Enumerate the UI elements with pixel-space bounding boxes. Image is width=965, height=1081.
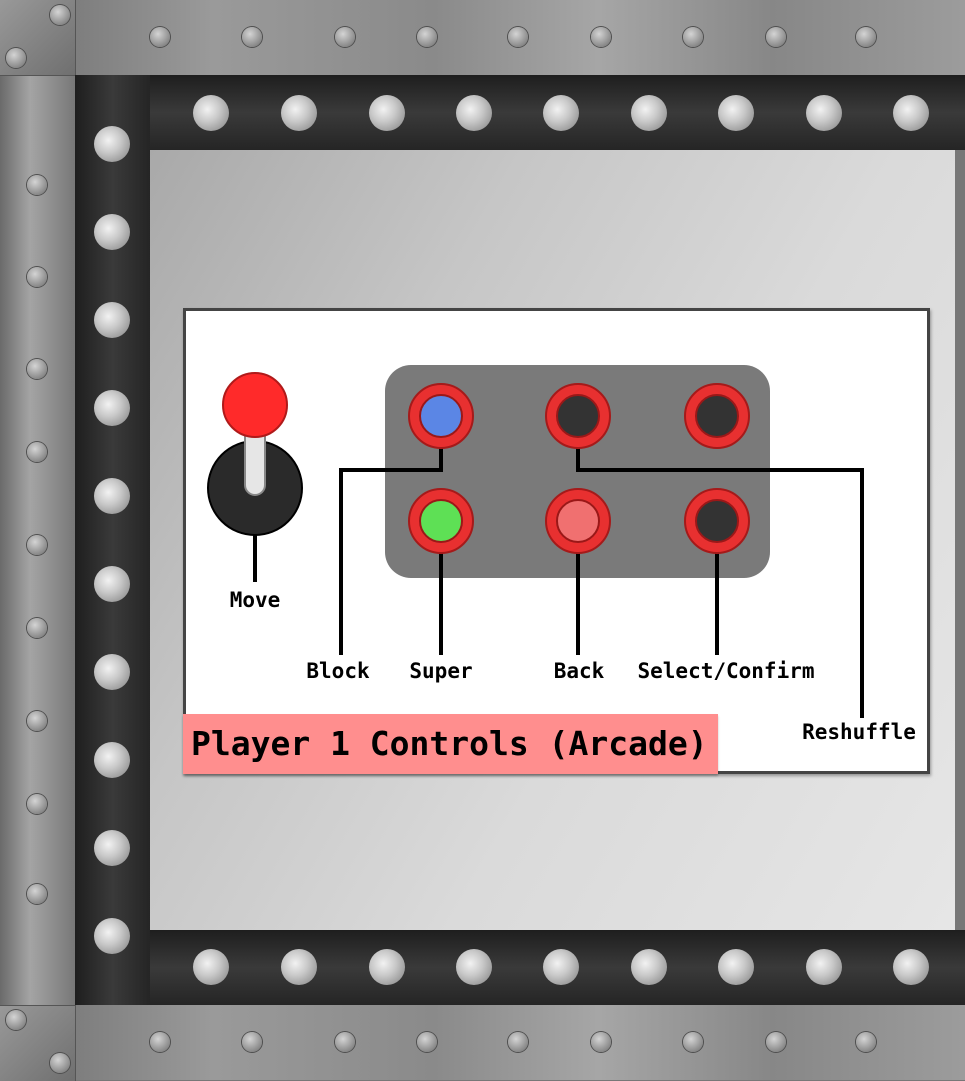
rivet — [27, 442, 47, 462]
rivet — [543, 949, 579, 985]
rivet — [335, 1032, 355, 1052]
rivet — [683, 27, 703, 47]
joystick[interactable] — [200, 365, 310, 540]
arcade-button-top-right[interactable] — [684, 383, 750, 449]
rivet — [417, 27, 437, 47]
arcade-button-super[interactable] — [408, 488, 474, 554]
button-cap — [556, 499, 600, 543]
rivet — [683, 1032, 703, 1052]
panel-title: Player 1 Controls (Arcade) — [183, 714, 718, 774]
connector-block-horizontal — [339, 468, 443, 472]
rivet — [893, 95, 929, 131]
rivet — [193, 95, 229, 131]
connector-reshuffle-vertical — [576, 448, 580, 472]
label-reshuffle: Reshuffle — [802, 720, 916, 744]
rivet — [94, 742, 130, 778]
rivet — [417, 1032, 437, 1052]
rivet — [766, 1032, 786, 1052]
connector-back — [576, 552, 580, 655]
rivet — [27, 884, 47, 904]
rivet — [718, 95, 754, 131]
button-cap — [556, 394, 600, 438]
rivet — [369, 949, 405, 985]
arcade-button-back[interactable] — [545, 488, 611, 554]
rivet — [591, 27, 611, 47]
rivet — [94, 214, 130, 250]
label-select-confirm: Select/Confirm — [637, 659, 815, 683]
rivet — [456, 949, 492, 985]
rivet — [94, 478, 130, 514]
rivet — [94, 830, 130, 866]
rivet — [50, 5, 70, 25]
rivet — [27, 618, 47, 638]
rivet — [893, 949, 929, 985]
rivet — [766, 27, 786, 47]
rivet — [543, 95, 579, 131]
rivet — [94, 654, 130, 690]
button-cap — [695, 499, 739, 543]
rivet — [27, 359, 47, 379]
rivet — [193, 949, 229, 985]
connector-select — [715, 552, 719, 655]
rivet — [718, 949, 754, 985]
label-back: Back — [553, 659, 605, 683]
rivet — [242, 27, 262, 47]
button-cap — [419, 499, 463, 543]
rivet — [281, 949, 317, 985]
rivet — [856, 1032, 876, 1052]
rivet — [27, 711, 47, 731]
rivet — [856, 27, 876, 47]
frame-bottom — [0, 1005, 965, 1080]
arcade-button-select[interactable] — [684, 488, 750, 554]
button-cap — [695, 394, 739, 438]
rivet — [94, 302, 130, 338]
label-super: Super — [409, 659, 473, 683]
rivet — [508, 27, 528, 47]
connector-move — [253, 528, 257, 582]
arcade-button-reshuffle[interactable] — [545, 383, 611, 449]
connector-reshuffle-horizontal — [576, 468, 864, 472]
rivet — [335, 27, 355, 47]
rivet — [806, 949, 842, 985]
rivet — [150, 27, 170, 47]
rivet — [27, 175, 47, 195]
connector-reshuffle-drop — [860, 468, 864, 718]
rivet — [27, 535, 47, 555]
connector-block-vertical — [439, 448, 443, 472]
rivet — [508, 1032, 528, 1052]
button-cap — [419, 394, 463, 438]
rivet — [94, 918, 130, 954]
rivet — [631, 95, 667, 131]
label-block: Block — [306, 659, 370, 683]
rivet — [94, 390, 130, 426]
rivet — [94, 566, 130, 602]
rivet — [94, 126, 130, 162]
rivet — [456, 95, 492, 131]
label-move: Move — [229, 588, 281, 612]
rivet — [6, 1010, 26, 1030]
rivet — [369, 95, 405, 131]
arcade-button-block[interactable] — [408, 383, 474, 449]
rivet — [631, 949, 667, 985]
connector-block-drop — [339, 468, 343, 655]
rivet — [27, 267, 47, 287]
rivet — [281, 95, 317, 131]
connector-super — [439, 552, 443, 655]
frame-top — [0, 0, 965, 75]
rivet — [27, 794, 47, 814]
rivet — [806, 95, 842, 131]
rivet — [591, 1032, 611, 1052]
rivet — [242, 1032, 262, 1052]
rivet — [6, 48, 26, 68]
joystick-ball — [222, 372, 288, 438]
rivet — [150, 1032, 170, 1052]
rivet — [50, 1053, 70, 1073]
